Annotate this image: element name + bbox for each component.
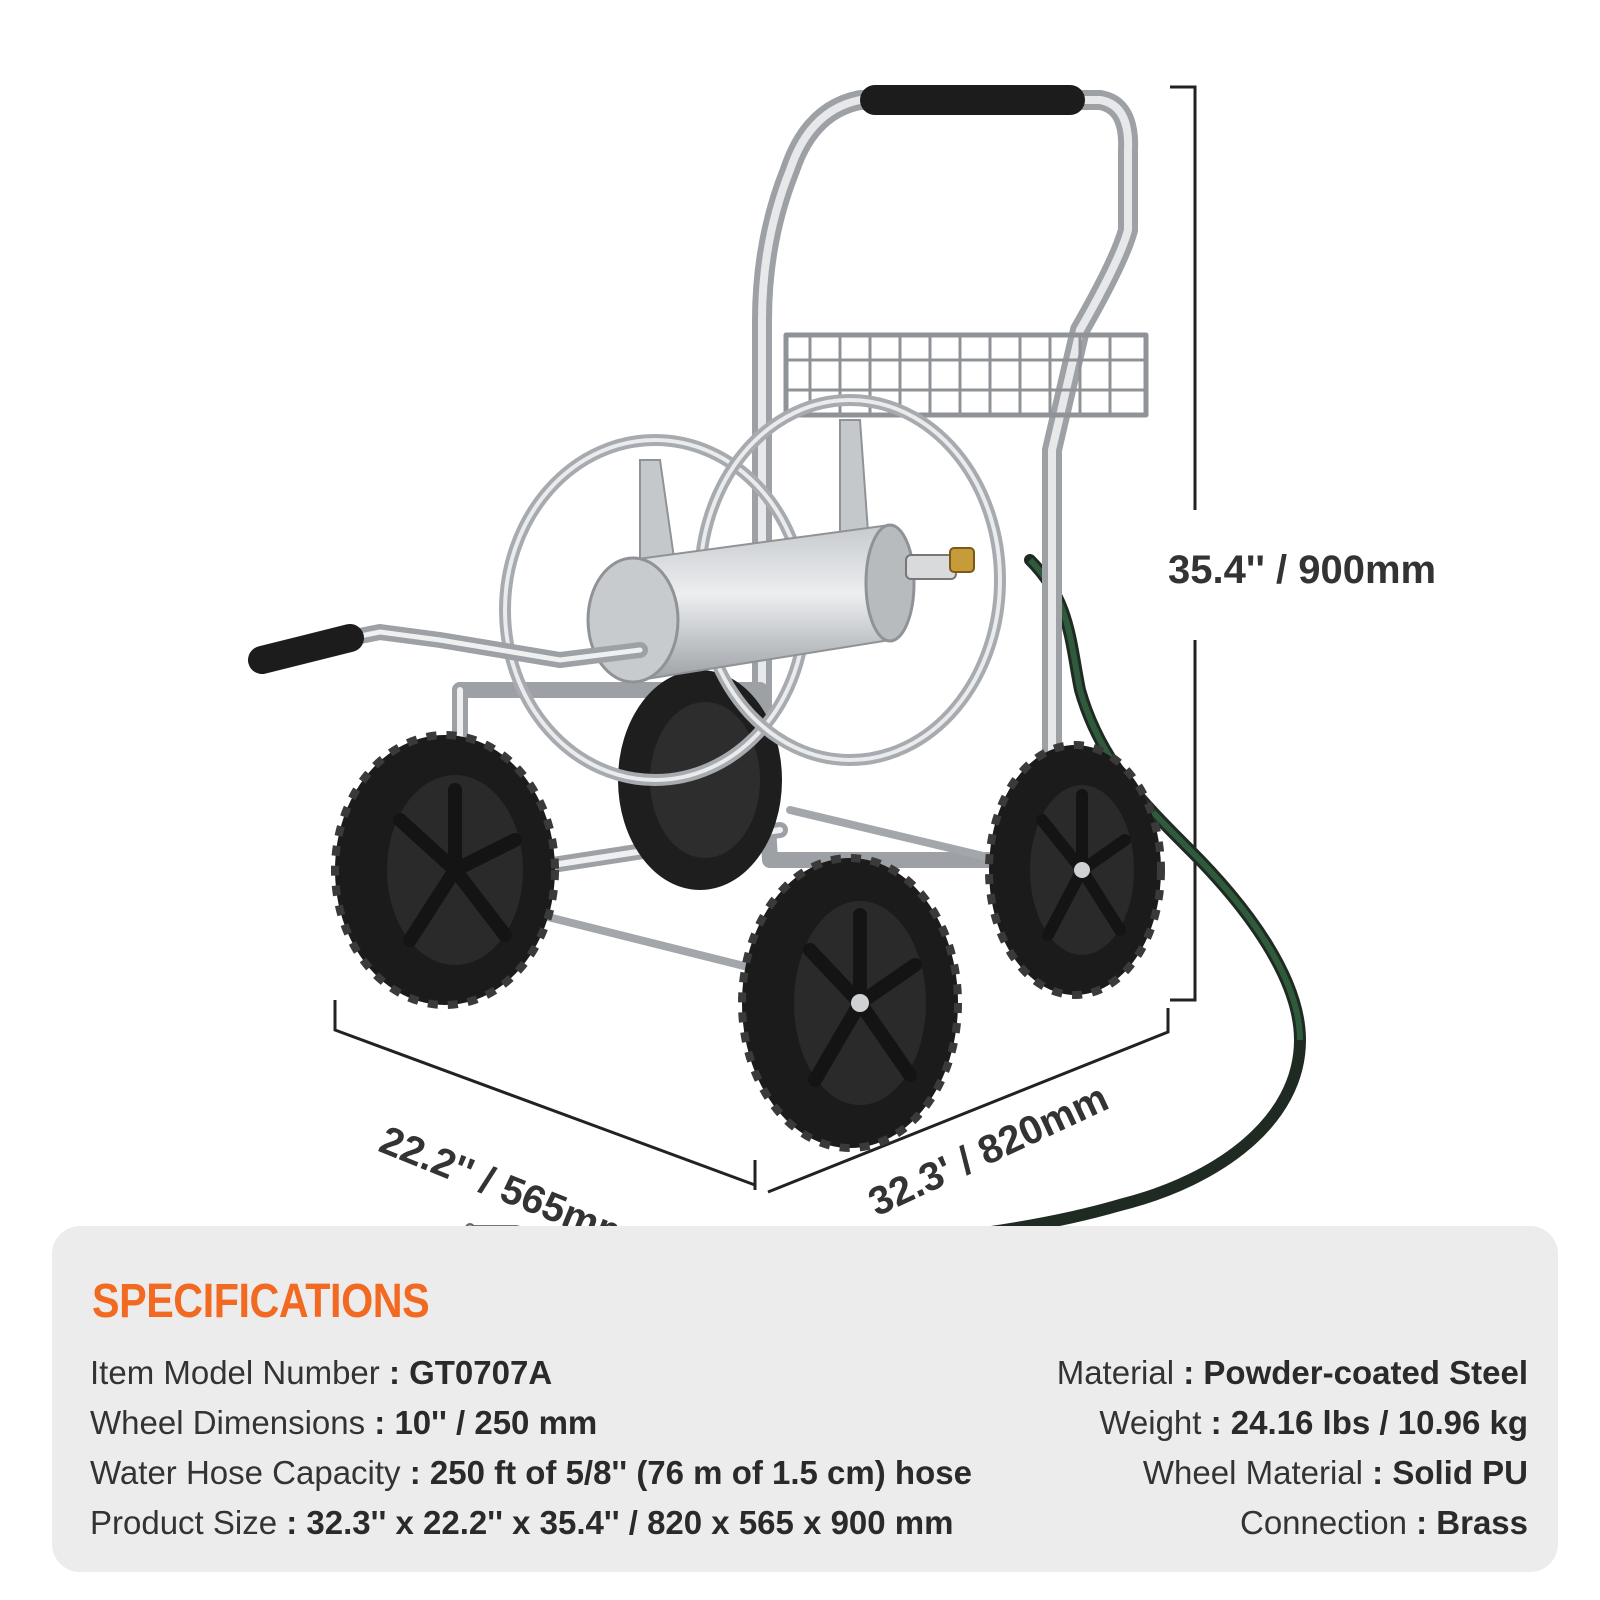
spec-connection: Connection : Brass [1239,1504,1528,1541]
back-right-wheel [985,741,1165,999]
pull-handle [248,623,648,674]
spec-hose-capacity: Water Hose Capacity : 250 ft of 5/8'' (7… [90,1454,972,1491]
specifications-title: SPECIFICATIONS [92,1275,430,1328]
height-dimension-line [1170,85,1197,1002]
specifications-panel: SPECIFICATIONS Item Model Number : GT070… [52,1226,1558,1572]
depth-dimension-line [767,1008,1170,1194]
height-dimension-label: 35.4'' / 900mm [1168,548,1437,592]
spec-model-number: Item Model Number : GT0707A [90,1354,553,1391]
front-right-wheel [738,854,962,1152]
front-left-wheel [331,731,559,1009]
width-dimension-line [333,1000,757,1190]
spec-wheel-dimensions: Wheel Dimensions : 10'' / 250 mm [90,1404,598,1441]
spec-material: Material : Powder-coated Steel [1056,1354,1528,1391]
spec-wheel-material: Wheel Material : Solid PU [1142,1454,1528,1491]
rear-left-wheel [618,670,782,890]
spec-product-size: Product Size : 32.3'' x 22.2'' x 35.4'' … [90,1504,954,1541]
hose-reel [499,394,1006,786]
spec-weight: Weight : 24.16 lbs / 10.96 kg [1099,1404,1528,1441]
